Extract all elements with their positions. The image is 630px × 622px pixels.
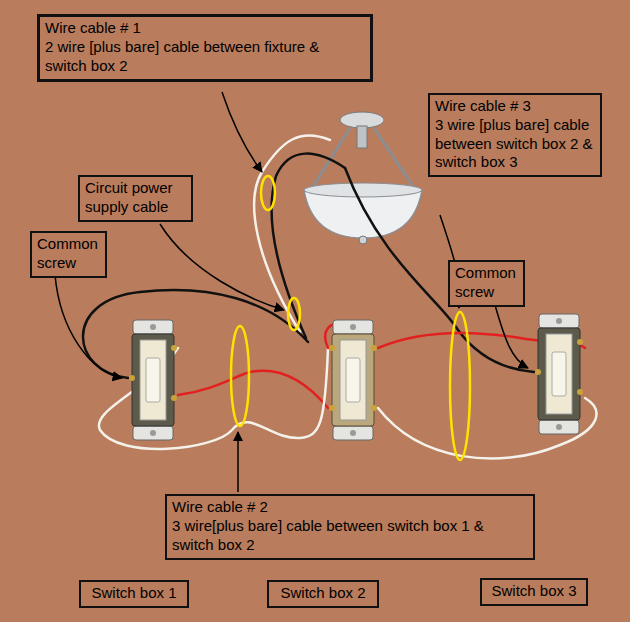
light-fixture <box>304 183 422 197</box>
box-heading: Switch box 3 <box>487 582 581 601</box>
cable-markers <box>450 312 470 460</box>
light-fixture <box>359 236 367 244</box>
callout-box: Common screw <box>448 260 525 307</box>
four-way-switch <box>329 320 377 440</box>
box-heading: Circuit power supply cable <box>85 179 186 217</box>
box-label: Switch box 3 <box>480 578 588 606</box>
cable-markers <box>231 326 249 426</box>
cable-markers <box>231 176 470 460</box>
switches <box>129 314 583 440</box>
light-fixture <box>357 126 367 148</box>
box-heading: Wire cable # 2 <box>172 498 528 517</box>
box-heading: Switch box 1 <box>86 584 182 603</box>
box-label: Switch box 2 <box>267 580 379 608</box>
callout-box: Circuit power supply cable <box>78 175 193 222</box>
box-heading: Common screw <box>455 264 518 302</box>
box-body: 3 wire [plus bare] cable between switch … <box>435 116 595 172</box>
box-heading: Wire cable # 3 <box>435 97 595 116</box>
callout-box: Wire cable # 23 wire[plus bare] cable be… <box>165 494 535 560</box>
box-body: 2 wire [plus bare] cable between fixture… <box>45 38 365 76</box>
callout-box: Wire cable # 33 wire [plus bare] cable b… <box>428 93 602 177</box>
box-label: Switch box 1 <box>79 580 189 608</box>
callout-box: Wire cable # 12 wire [plus bare] cable b… <box>37 14 373 82</box>
leader-lines <box>55 275 122 378</box>
leader-lines <box>237 432 239 492</box>
callout-box: Common screw <box>30 231 107 278</box>
leader-lines <box>495 305 528 368</box>
box-body: 3 wire[plus bare] cable between switch b… <box>172 517 528 555</box>
box-heading: Wire cable # 1 <box>45 19 365 38</box>
box-heading: Switch box 2 <box>274 584 372 603</box>
leader-lines <box>160 224 284 310</box>
leader-lines <box>222 92 262 172</box>
traveler-wire <box>178 371 328 408</box>
cable-markers <box>288 298 300 330</box>
three-way-switch <box>535 314 583 434</box>
three-way-switch <box>129 320 177 440</box>
box-heading: Common screw <box>37 235 100 273</box>
hot-wire <box>83 290 308 378</box>
light-fixture <box>304 112 422 244</box>
cable-markers <box>261 176 275 210</box>
wires <box>83 135 596 458</box>
